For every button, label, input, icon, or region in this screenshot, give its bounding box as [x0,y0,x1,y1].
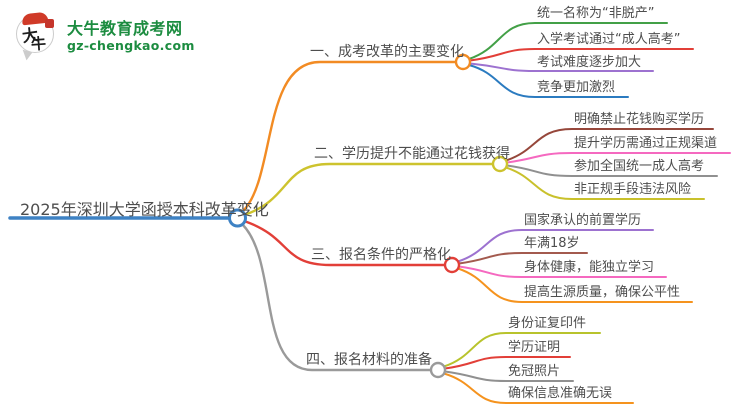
logo-text-block: 大牛教育成考网 gz-chengkao.com [67,19,195,53]
branch-1-child-1-label[interactable]: 统一名称为“非脱产” [537,6,655,21]
logo-character-bottom: 牛 [30,34,47,54]
branch-2-child-2-label[interactable]: 提升学历需通过正规渠道 [574,136,718,151]
branch-4-child-2-connector [444,356,571,370]
branch-3-child-2-label[interactable]: 年满18岁 [524,236,580,251]
branch-1-child-4-label[interactable]: 竞争更加激烈 [537,80,616,95]
branch-3-child-1-label[interactable]: 国家承认的前置学历 [524,213,642,228]
branch-3-child-3-label[interactable]: 身体健康，能独立学习 [524,260,655,275]
branch-3-node[interactable] [443,256,461,274]
branch-3-connector [244,220,447,267]
branch-1-child-3-connector [469,62,654,72]
branch-3-child-2-connector [458,252,588,265]
branch-3-child-4-connector [457,267,693,303]
branch-2-child-4-connector [505,166,705,200]
branch-1-child-3-label[interactable]: 考试难度逐步加大 [537,55,642,70]
branch-4-child-3-label[interactable]: 免冠照片 [508,364,561,379]
branch-4-child-4-connector [443,372,634,404]
logo-title: 大牛教育成考网 [67,19,183,38]
branch-4-label[interactable]: 四、报名材料的准备 [306,352,432,368]
branch-2-child-3-connector [506,164,718,177]
branch-2-connector [244,162,495,216]
branch-4-node[interactable] [429,361,447,379]
branch-2-child-2-connector [506,152,731,164]
branch-2-node[interactable] [491,155,509,173]
root-node[interactable] [228,208,247,228]
branch-1-child-2-connector [469,48,694,62]
branch-1-node[interactable] [454,53,472,71]
site-logo[interactable]: 大 牛 大牛教育成考网 gz-chengkao.com [14,10,195,62]
branch-2-child-4-label[interactable]: 非正规手段违法风险 [574,182,692,197]
branch-3-child-1-connector [457,229,654,263]
branch-1-child-2-label[interactable]: 入学考试通过“成人高考” [537,32,681,47]
branch-4-child-1-connector [443,332,601,368]
branch-3-child-3-connector [458,265,667,278]
branch-1-child-4-connector [468,64,629,98]
logo-domain: gz-chengkao.com [67,38,195,53]
branch-4-child-4-label[interactable]: 确保信息准确无误 [508,386,613,401]
root-topic-label[interactable]: 2025年深圳大学函授本科改革变化 [20,200,269,219]
branch-2-label[interactable]: 二、学历提升不能通过花钱获得 [314,146,510,162]
branch-2-child-1-label[interactable]: 明确禁止花钱购买学历 [574,112,705,127]
red-seal-icon [45,19,54,28]
branch-4-child-2-label[interactable]: 学历证明 [508,340,561,355]
branch-2-child-3-label[interactable]: 参加全国统一成人高考 [574,159,705,174]
branch-4-child-3-connector [444,370,574,382]
branch-1-connector [241,60,458,213]
branch-3-label[interactable]: 三、报名条件的严格化 [311,247,451,263]
branch-4-child-1-label[interactable]: 身份证复印件 [508,316,587,331]
branch-2-child-1-connector [505,128,714,162]
daniu-ox-logo-icon: 大 牛 [14,10,60,62]
branch-1-label[interactable]: 一、成考改革的主要变化 [310,44,464,60]
branch-4-connector [241,223,433,372]
branch-1-child-1-connector [468,22,668,60]
branch-3-child-4-label[interactable]: 提高生源质量，确保公平性 [524,285,681,300]
